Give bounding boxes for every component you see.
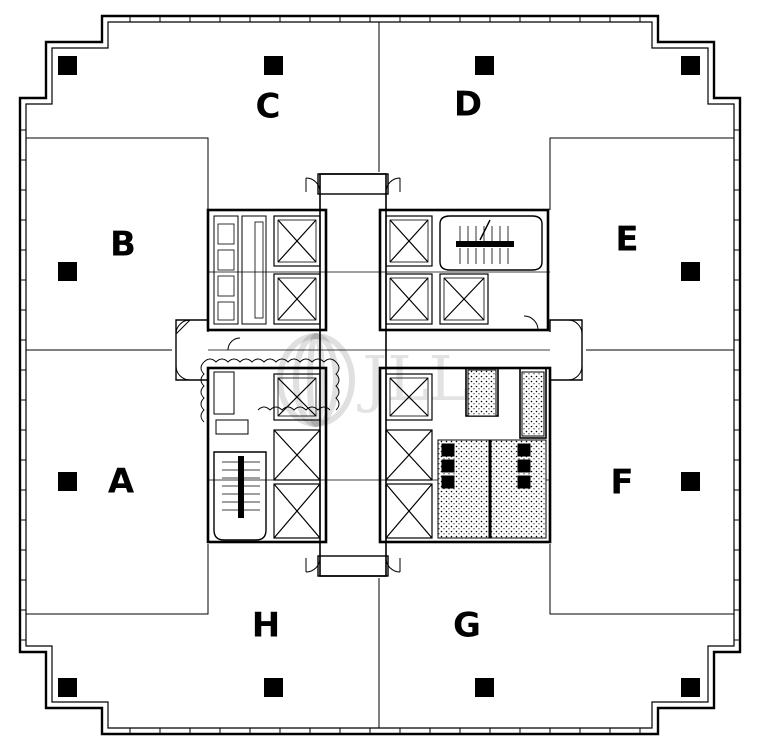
elevator-car-icon <box>385 215 433 267</box>
stair-icon <box>439 215 543 271</box>
structural-column-icon <box>264 56 283 75</box>
elevator-car-icon <box>385 273 433 325</box>
planter-outline <box>200 358 340 423</box>
restroom-area <box>437 369 547 539</box>
structural-column-icon <box>58 678 77 697</box>
structural-column-icon <box>475 56 494 75</box>
elevator-car-icon <box>273 373 321 421</box>
elevator-car-icon <box>273 429 321 481</box>
jll-logo-icon <box>277 333 355 427</box>
structural-column-icon <box>58 56 77 75</box>
structural-column-icon <box>681 472 700 491</box>
elevator-car-icon <box>273 215 321 267</box>
watermark-text: JLL <box>356 342 469 415</box>
elevator-car-icon <box>385 483 433 539</box>
zone-label-d: D <box>454 85 482 125</box>
zone-label-a: A <box>108 462 135 502</box>
zone-label-g: G <box>453 606 481 646</box>
zone-dividers <box>26 22 734 728</box>
elevators <box>273 215 489 539</box>
structural-column-icon <box>58 262 77 281</box>
zone-label-f: F <box>610 463 633 503</box>
elevator-car-icon <box>273 483 321 539</box>
structural-column-icon <box>58 472 77 491</box>
elevator-car-icon <box>385 429 433 481</box>
stair-icon <box>213 451 267 541</box>
elevator-car-icon <box>385 373 433 421</box>
structural-column-icon <box>681 262 700 281</box>
zone-label-b: B <box>110 225 136 265</box>
structural-column-icon <box>475 678 494 697</box>
elevator-car-icon <box>439 273 489 325</box>
structural-column-icon <box>681 56 700 75</box>
structural-column-icon <box>264 678 283 697</box>
structural-columns <box>58 56 700 697</box>
window-mullions <box>20 16 740 734</box>
zone-label-e: E <box>615 220 638 260</box>
outer-wall <box>18 14 742 736</box>
door-swing-icon <box>175 177 583 573</box>
structural-column-icon <box>681 678 700 697</box>
zone-label-h: H <box>252 606 280 646</box>
zone-label-c: C <box>256 87 281 127</box>
elevator-car-icon <box>273 273 321 325</box>
